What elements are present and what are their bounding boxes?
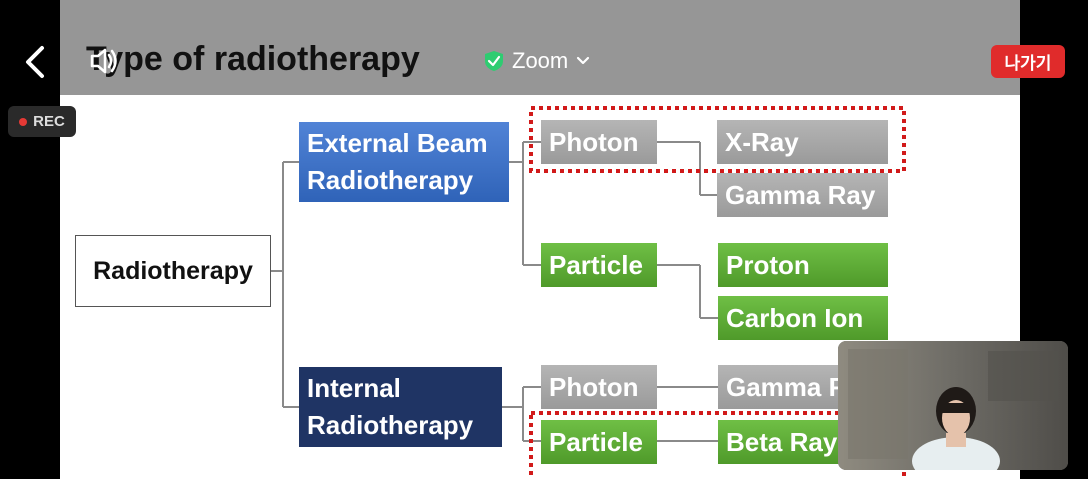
node-ext-particle: Particle [541,243,657,287]
node-proton: Proton [718,243,888,287]
node-radiotherapy: Radiotherapy [75,235,271,307]
participant-video[interactable] [838,341,1068,470]
shield-check-icon [485,51,503,71]
participant-video-frame [838,341,1068,470]
chevron-left-icon [26,46,44,78]
node-int-photon: Photon [541,365,657,409]
exit-button[interactable]: 나가기 [991,45,1065,78]
node-gamma-ray: Gamma Ray [717,173,888,217]
meeting-top-bar [60,0,1020,95]
slide-title: Type of radiotherapy [86,40,420,78]
chevron-down-icon [577,56,590,65]
zoom-menu[interactable]: Zoom [484,46,590,76]
node-internal: Internal Radiotherapy [299,367,502,447]
rec-label: REC [33,113,65,130]
speaker-button[interactable] [86,44,120,78]
node-xray: X-Ray [717,120,888,164]
back-button[interactable] [18,40,52,84]
zoom-label: Zoom [512,48,569,73]
node-int-particle: Particle [541,420,657,464]
node-carbon-ion: Carbon Ion [718,296,888,340]
node-external-beam: External Beam Radiotherapy [299,122,509,202]
node-ext-photon: Photon [541,120,657,164]
speaker-icon [90,48,117,74]
recording-indicator: REC [8,106,76,137]
record-dot-icon [19,117,28,126]
